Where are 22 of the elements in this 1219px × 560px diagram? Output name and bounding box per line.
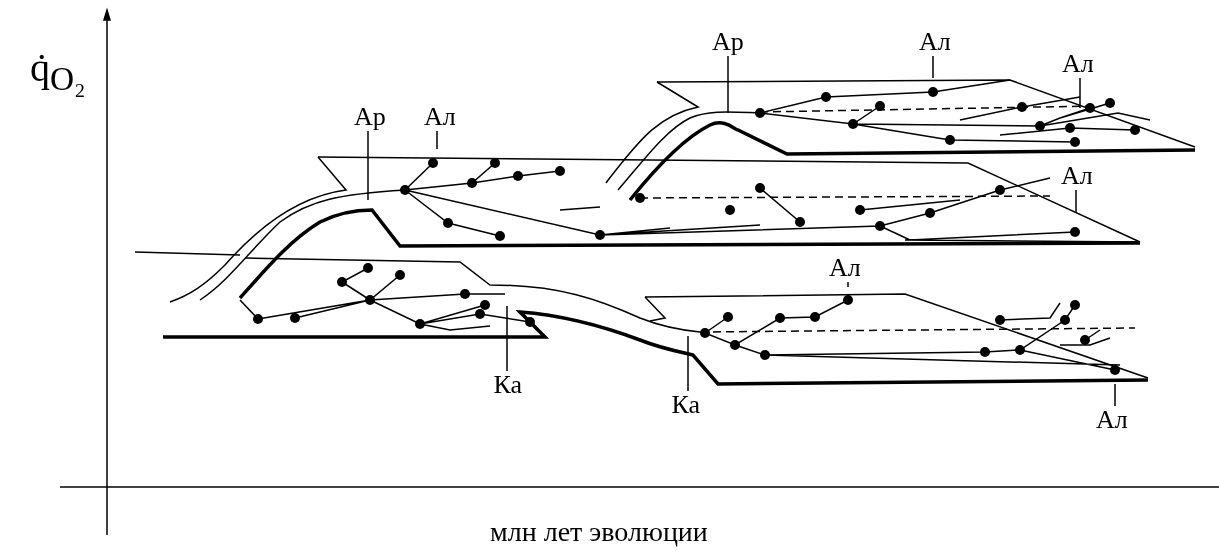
- leader-line: [687, 335, 689, 392]
- axis-label: q̇$_{O₂}$: [30, 45, 86, 99]
- part-label: Ал: [829, 254, 861, 282]
- part-label: Ка: [671, 391, 701, 419]
- part-label: Ал: [1061, 162, 1093, 190]
- leader-line: [932, 55, 934, 79]
- leader-line: [1079, 77, 1081, 109]
- part-label: Ал: [1062, 50, 1094, 78]
- part-label: Ар: [712, 28, 744, 56]
- part-label: Ка: [493, 371, 523, 399]
- leader-line: [1114, 383, 1116, 407]
- leader-line: [506, 305, 508, 372]
- leader-line: [847, 281, 849, 288]
- leader-line: [436, 130, 438, 150]
- leader-line: [727, 55, 729, 114]
- part-label: Ар: [354, 103, 386, 131]
- leader-line: [367, 130, 369, 201]
- part-label: Ал: [424, 103, 456, 131]
- leader-line: [1075, 189, 1077, 213]
- part-label: Ал: [1096, 406, 1128, 434]
- axis-label: млн лет эволюции: [490, 515, 708, 549]
- part-label: Ал: [919, 28, 951, 56]
